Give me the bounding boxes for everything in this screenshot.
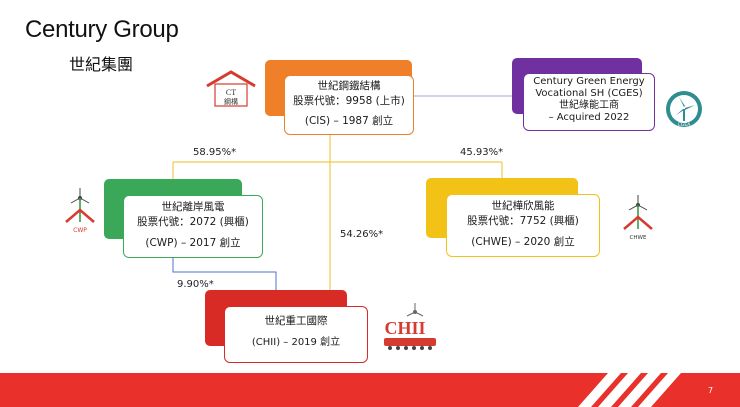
chwe-card: 世紀樺欣風能 股票代號：7752 (興櫃) (CHWE) – 2020 創立 (446, 194, 600, 257)
cis-logo-sub: 鋼構 (224, 97, 238, 106)
chwe-ownership-label: 45.93%* (460, 147, 504, 158)
cwp-logo: CWP (62, 188, 98, 236)
chii-card: 世紀重工國際 (CHII) – 2019 創立 (224, 306, 368, 363)
cges-line4: – Acquired 2022 (548, 112, 630, 123)
page-subtitle: 世紀集團 (69, 55, 134, 74)
cwp-card: 世紀離岸風電 股票代號：2072 (興櫃) (CWP) – 2017 創立 (123, 195, 263, 258)
cis-logo: CT 鋼構 (203, 70, 259, 110)
chwe-logo: CHWE (620, 195, 656, 243)
chii-name: 世紀重工國際 (264, 315, 328, 327)
footer-stripes (578, 373, 681, 407)
chii-founded: (CHII) – 2019 創立 (251, 337, 341, 348)
cis-name: 世紀鋼鐵結構 (317, 80, 381, 92)
cis-code: 股票代號：9958 (上市) (293, 95, 405, 107)
cges-card: Century Green Energy Vocational SH (CGES… (523, 73, 655, 131)
page-number: 7 (708, 386, 714, 395)
cwp-founded: (CWP) – 2017 創立 (145, 237, 241, 249)
chwe-logo-text: CHWE (630, 235, 647, 241)
chwe-founded: (CHWE) – 2020 創立 (471, 236, 575, 248)
cis-card: 世紀鋼鐵結構 股票代號：9958 (上市) (CIS) – 1987 創立 (284, 75, 414, 135)
cwp-ownership-label: 58.95%* (193, 147, 237, 158)
chwe-name: 世紀樺欣風能 (491, 200, 555, 212)
cis-logo-text: CT (226, 88, 236, 97)
chii-ownership-label-cis: 54.26%* (340, 229, 384, 240)
cges-line1: Century Green Energy (533, 76, 645, 87)
cis-founded: (CIS) – 1987 創立 (304, 115, 394, 127)
cwp-to-chii-connector (172, 256, 277, 291)
cges-line3: 世紀綠能工商 (559, 100, 619, 111)
cges-line2: Vocational SH (CGES) (535, 88, 643, 99)
cwp-code: 股票代號：2072 (興櫃) (137, 216, 249, 228)
page-title: Century Group (25, 16, 179, 43)
cwp-logo-text: CWP (73, 227, 87, 234)
chwe-code: 股票代號：7752 (興櫃) (467, 215, 579, 227)
chii-logo-text: CHII (384, 318, 425, 338)
cges-logo: CGEA (664, 89, 704, 129)
cwp-name: 世紀離岸風電 (161, 201, 225, 213)
chii-logo: CHII (372, 302, 438, 352)
cges-logo-text: CGEA (678, 122, 691, 128)
chii-ownership-label-cwp: 9.90%* (177, 279, 214, 290)
footer-bar (0, 373, 740, 407)
